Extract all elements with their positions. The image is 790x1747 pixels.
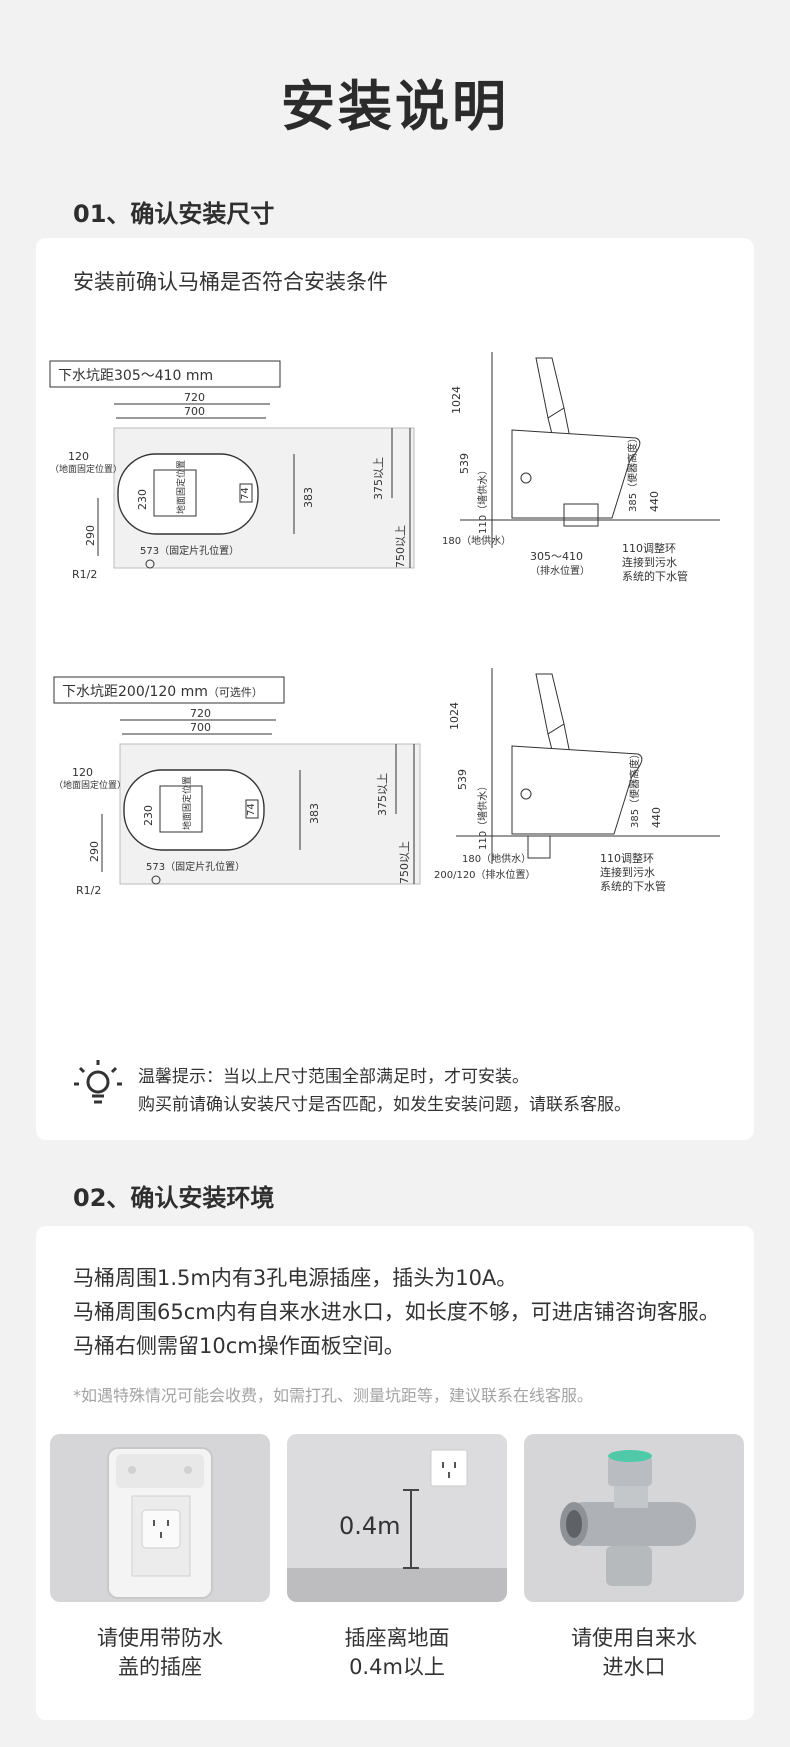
- svg-text:573（固定片孔位置）: 573（固定片孔位置）: [140, 544, 239, 557]
- svg-text:230: 230: [136, 489, 149, 510]
- caption-inlet: 请使用自来水 进水口: [571, 1626, 697, 1679]
- svg-text:440: 440: [650, 807, 663, 828]
- svg-text:750以上: 750以上: [398, 841, 411, 884]
- svg-text:1024: 1024: [448, 702, 461, 730]
- service-note: *如遇特殊情况可能会收费，如需打孔、测量坑距等，建议联系在线客服。: [73, 1386, 594, 1405]
- lightbulb-icon: [72, 1058, 128, 1114]
- svg-text:720: 720: [184, 391, 205, 404]
- svg-text:230: 230: [142, 805, 155, 826]
- svg-text:74: 74: [240, 487, 251, 500]
- top-view-diagram-b: 下水坑距200/120 mm（可选件） 720 700 120 （地面固定位置）…: [44, 674, 444, 904]
- svg-text:110（墙供水）: 110（墙供水）: [476, 781, 489, 850]
- tip-line-1: 温馨提示：当以上尺寸范围全部满足时，才可安装。: [138, 1067, 529, 1087]
- section1-heading: 01、确认安装尺寸: [73, 200, 275, 228]
- section1-intro: 安装前确认马桶是否符合安装条件: [73, 270, 388, 294]
- waterproof-socket-image: [50, 1434, 270, 1602]
- svg-text:（地面固定位置）: （地面固定位置）: [54, 779, 126, 791]
- section2-heading: 02、确认安装环境: [73, 1184, 275, 1212]
- svg-text:440: 440: [648, 491, 661, 512]
- svg-text:180（地供水）: 180（地供水）: [442, 534, 511, 547]
- diagram-a-label: 下水坑距305～410 mm: [58, 368, 213, 384]
- caption-socket: 请使用带防水 盖的插座: [97, 1626, 223, 1679]
- requirement-3: 马桶右侧需留10cm操作面板空间。: [73, 1334, 405, 1358]
- svg-text:750以上: 750以上: [394, 525, 407, 568]
- svg-text:375以上: 375以上: [376, 773, 389, 816]
- svg-text:180（地供水）: 180（地供水）: [462, 852, 531, 865]
- tip-box: 温馨提示：当以上尺寸范围全部满足时，才可安装。 购买前请确认安装尺寸是否匹配，如…: [72, 1058, 732, 1128]
- svg-text:120: 120: [72, 766, 93, 779]
- svg-text:（排水位置）: （排水位置）: [530, 564, 590, 577]
- svg-text:700: 700: [184, 405, 205, 418]
- svg-text:573（固定片孔位置）: 573（固定片孔位置）: [146, 860, 245, 873]
- svg-text:383: 383: [302, 487, 315, 508]
- top-view-diagram-a: 下水坑距305～410 mm 720 700 120 （地面固定位置） 230 …: [44, 358, 444, 588]
- diagram-b-label: 下水坑距200/120 mm（可选件）: [62, 684, 263, 700]
- socket-height-image: 0.4m: [287, 1434, 507, 1602]
- side-view-diagram-b: 1024 539 110（墙供水） 385（便器高度） 440 180（地供水）…: [432, 664, 742, 954]
- page-title: 安装说明: [281, 75, 509, 138]
- svg-text:（地面固定位置）: （地面固定位置）: [50, 463, 122, 475]
- svg-text:385（便器高度）: 385（便器高度）: [628, 749, 641, 828]
- side-view-diagram-a: 1024 539 110（墙供水） 385（便器高度） 440 180（地供水）…: [440, 348, 740, 638]
- svg-text:305～410: 305～410: [530, 550, 583, 563]
- svg-text:110调整环: 110调整环: [622, 541, 676, 555]
- svg-text:1024: 1024: [450, 386, 463, 414]
- tip-line-2: 购买前请确认安装尺寸是否匹配，如发生安装问题，请联系客服。: [138, 1095, 631, 1115]
- install-dimensions-card: 安装前确认马桶是否符合安装条件 下水坑距305～410 mm 720 700 1…: [36, 238, 754, 1140]
- svg-text:383: 383: [308, 803, 321, 824]
- svg-text:系统的下水管: 系统的下水管: [622, 569, 688, 583]
- svg-text:700: 700: [190, 721, 211, 734]
- svg-text:R1/2: R1/2: [76, 884, 101, 897]
- svg-text:地面固定位置: 地面固定位置: [181, 776, 193, 830]
- svg-text:120: 120: [68, 450, 89, 463]
- svg-text:539: 539: [456, 769, 469, 790]
- install-environment-card: 马桶周围1.5m内有3孔电源插座，插头为10A。 马桶周围65cm内有自来水进水…: [36, 1226, 754, 1720]
- svg-text:74: 74: [246, 803, 257, 816]
- height-label: 0.4m: [339, 1512, 401, 1540]
- svg-text:290: 290: [84, 525, 97, 546]
- requirement-2: 马桶周围65cm内有自来水进水口，如长度不够，可进店铺咨询客服。: [73, 1300, 720, 1324]
- svg-text:110调整环: 110调整环: [600, 851, 654, 865]
- caption-height: 插座离地面 0.4m以上: [344, 1626, 450, 1679]
- requirement-1: 马桶周围1.5m内有3孔电源插座，插头为10A。: [73, 1266, 518, 1290]
- svg-text:系统的下水管: 系统的下水管: [600, 879, 666, 893]
- svg-text:375以上: 375以上: [372, 457, 385, 500]
- svg-text:110（墙供水）: 110（墙供水）: [476, 465, 489, 534]
- svg-text:290: 290: [88, 841, 101, 862]
- svg-text:地面固定位置: 地面固定位置: [175, 460, 187, 514]
- svg-text:连接到污水: 连接到污水: [600, 866, 655, 879]
- water-inlet-valve-image: [524, 1434, 744, 1602]
- svg-text:720: 720: [190, 707, 211, 720]
- svg-text:R1/2: R1/2: [72, 568, 97, 581]
- svg-text:连接到污水: 连接到污水: [622, 556, 677, 569]
- svg-text:539: 539: [458, 453, 471, 474]
- svg-text:385（便器高度）: 385（便器高度）: [626, 433, 639, 512]
- svg-text:200/120（排水位置）: 200/120（排水位置）: [434, 868, 536, 881]
